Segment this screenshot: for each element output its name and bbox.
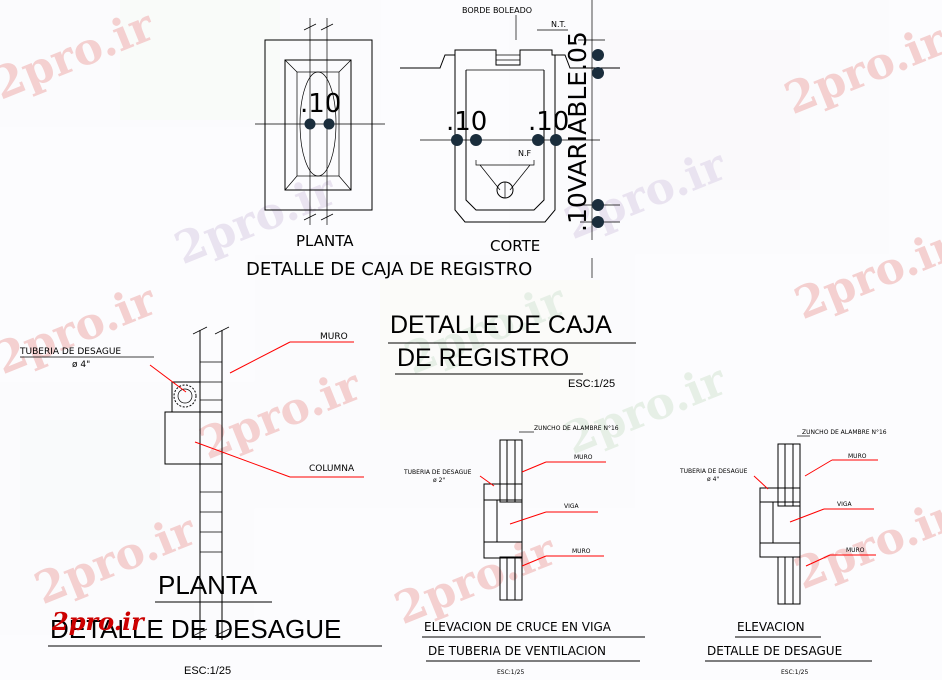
dimension-dot [592,49,604,61]
title-line-2: DE REGISTRO [397,344,569,372]
dimension-dot [532,134,544,146]
desague-planta-scale: ESC:1/25 [184,665,231,677]
borde-boleado-label: BORDE BOLEADO [462,6,532,15]
desague-elev-scale: ESC:1/25 [781,669,808,676]
dimension-dot [550,134,562,146]
zuncho-label: ZUNCHO DE ALAMBRE N°16 [534,425,619,432]
tuberia-size-label: ø 2" [433,477,445,484]
dimension-label: .10 [528,107,569,137]
dimension-dot [592,67,604,79]
tuberia-label: TUBERIA DE DESAGUE [679,468,748,475]
dimension-dot [451,134,463,146]
dimension-dot [323,118,335,130]
title-block: DETALLE DE CAJA DE REGISTRO ESC:1/25 [388,311,636,390]
viga-scale: ESC:1/25 [497,669,524,676]
dimension-label: .10 [300,89,341,119]
tuberia-desague-label: TUBERIA DE DESAGUE [19,347,121,357]
muro-top-label: MURO [848,453,867,460]
elevacion-desague-view: ZUNCHO DE ALAMBRE N°16 TUBERIA DE DESAGU… [679,429,887,676]
nt-label: N.T. [551,20,566,29]
viga-caption-2: DE TUBERIA DE VENTILACION [428,644,606,658]
desague-planta-view: TUBERIA DE DESAGUE ø 4" MURO COLUMNA PLA… [19,326,382,677]
desague-planta-title: PLANTA [158,570,258,600]
tuberia-label: TUBERIA DE DESAGUE [403,469,472,476]
viga-label: VIGA [564,503,580,510]
dimension-dot [592,199,604,211]
corte-label: CORTE [490,237,540,255]
desague-elev-caption-1: ELEVACION [737,620,805,634]
planta-label: PLANTA [296,232,354,250]
nf-label: N.F [518,149,532,158]
watermark-logo: 2pro.ir [51,607,146,636]
columna-label: COLUMNA [309,464,355,474]
caja-corte-view: BORDE BOLEADO N.T. N.F .10 .10 .10VARIAB… [400,0,620,255]
dimension-dot [470,134,482,146]
caja-planta-view: .10 PLANTA [255,18,385,250]
elevacion-viga-view: ZUNCHO DE ALAMBRE N°16 TUBERIA DE DESAGU… [403,425,645,676]
viga-label: VIGA [837,501,853,508]
desague-elev-caption-2: DETALLE DE DESAGUE [707,644,842,658]
zuncho-label: ZUNCHO DE ALAMBRE N°16 [802,429,887,436]
caja-registro-caption: DETALLE DE CAJA DE REGISTRO [246,259,532,280]
muro-label: MURO [320,332,348,342]
muro-top-label: MURO [574,454,593,461]
tuberia-size-label: ø 4" [707,476,719,483]
muro-bottom-label: MURO [572,548,591,555]
dimension-dot [592,216,604,228]
title-scale: ESC:1/25 [568,378,615,390]
muro-bottom-label: MURO [846,547,865,554]
desague-planta-subtitle: DETALLE DE DESAGUE [50,614,341,644]
tuberia-size-label: ø 4" [72,360,90,370]
vertical-dimension-label: .10VARIABLE.05 [563,31,592,232]
title-line-1: DETALLE DE CAJA [390,311,612,339]
dimension-label: .10 [446,107,487,137]
dimension-dot [304,118,316,130]
viga-caption-1: ELEVACION DE CRUCE EN VIGA [424,620,612,634]
